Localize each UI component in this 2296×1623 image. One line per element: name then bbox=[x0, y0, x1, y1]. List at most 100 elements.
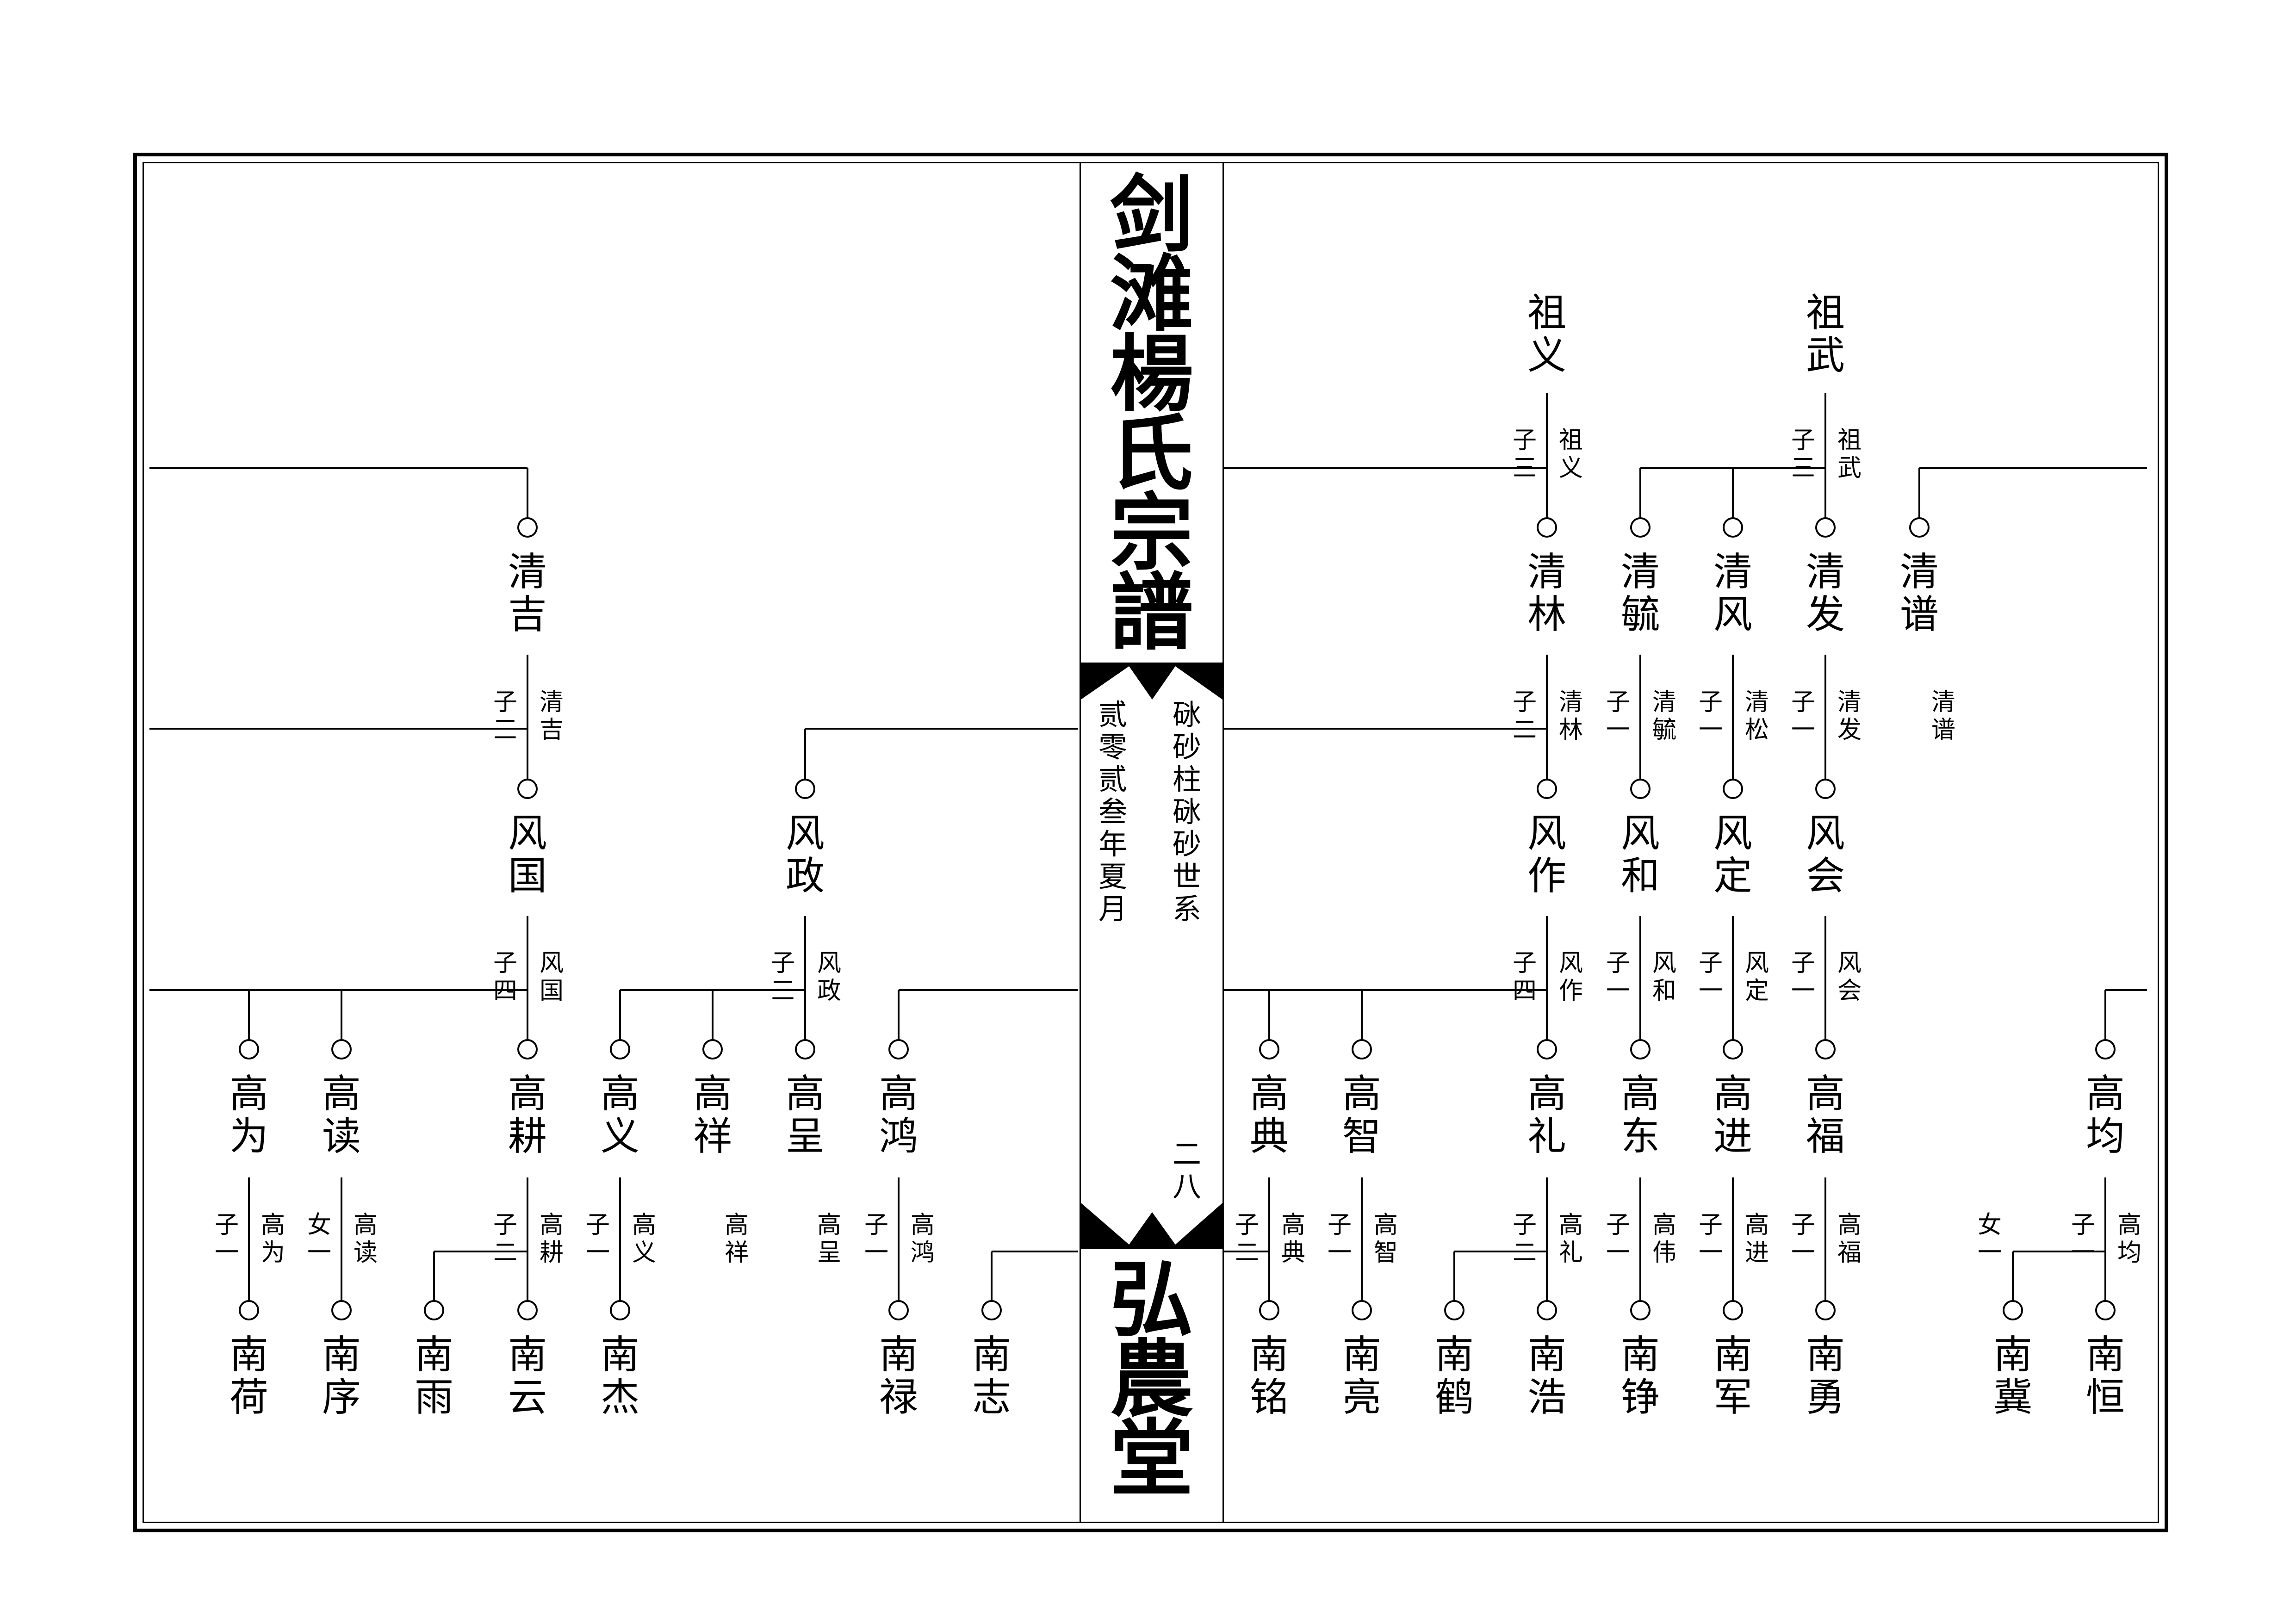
lineage-node-38 bbox=[1723, 1300, 1743, 1320]
lineage-node-15 bbox=[610, 1039, 630, 1059]
lineage-node-26 bbox=[239, 1300, 259, 1320]
lineage-note-t32: 高耕 bbox=[539, 1211, 564, 1267]
lineage-note-t37: 高呈 bbox=[817, 1211, 841, 1267]
spine-title-top: 剑滩楊氏宗譜 bbox=[1110, 167, 1193, 662]
lineage-note-t47: 子一 bbox=[1606, 1211, 1630, 1267]
person-name-n33: 南杰 bbox=[600, 1332, 639, 1420]
person-name-n19: 高祥 bbox=[693, 1071, 732, 1159]
lineage-node-37 bbox=[1630, 1300, 1651, 1320]
lineage-node-22 bbox=[1630, 1039, 1651, 1059]
person-name-n30: 南序 bbox=[322, 1332, 361, 1420]
lineage-node-6 bbox=[517, 779, 538, 799]
person-name-n31: 南雨 bbox=[414, 1332, 453, 1420]
lineage-node-9 bbox=[1630, 779, 1651, 799]
lineage-node-30 bbox=[610, 1300, 630, 1320]
lineage-note-t7: 清林 bbox=[1558, 688, 1583, 744]
person-name-n26: 高进 bbox=[1713, 1071, 1752, 1159]
person-name-n9: 风国 bbox=[508, 811, 547, 898]
lineage-note-t49: 子一 bbox=[1698, 1211, 1723, 1267]
lineage-note-t9: 清毓 bbox=[1652, 688, 1676, 744]
lineage-note-t24: 风定 bbox=[1744, 949, 1769, 1005]
lineage-note-t17: 子四 bbox=[493, 949, 517, 1005]
person-name-n38: 南鹤 bbox=[1434, 1332, 1474, 1420]
lineage-node-33 bbox=[1259, 1300, 1279, 1320]
lineage-note-t48: 高进 bbox=[1744, 1211, 1769, 1267]
person-name-n21: 高鸿 bbox=[879, 1071, 918, 1159]
person-name-n3: 清吉 bbox=[508, 549, 547, 637]
spine-lineage-line: 砯砂柱砯砂世系 bbox=[1172, 698, 1201, 926]
lineage-node-1 bbox=[1537, 517, 1557, 538]
lineage-node-23 bbox=[1723, 1039, 1743, 1059]
person-name-n11: 风作 bbox=[1527, 811, 1566, 898]
lineage-note-t44: 高礼 bbox=[1558, 1211, 1583, 1267]
lineage-node-17 bbox=[795, 1039, 815, 1059]
lineage-note-t35: 子一 bbox=[585, 1211, 610, 1267]
lineage-note-t8: 子二 bbox=[1512, 688, 1537, 744]
person-name-n25: 高东 bbox=[1620, 1071, 1660, 1159]
lineage-node-32 bbox=[981, 1300, 1002, 1320]
lineage-node-12 bbox=[239, 1039, 259, 1059]
lineage-node-2 bbox=[1630, 517, 1651, 538]
person-name-n22: 高典 bbox=[1249, 1071, 1289, 1159]
person-name-n28: 高均 bbox=[2085, 1071, 2125, 1159]
lineage-note-t15: 清谱 bbox=[1931, 688, 1955, 744]
lineage-node-3 bbox=[1723, 517, 1743, 538]
lineage-note-t13: 清发 bbox=[1837, 688, 1862, 744]
person-name-n40: 南铮 bbox=[1620, 1332, 1660, 1420]
lineage-note-t25: 子一 bbox=[1698, 949, 1723, 1005]
lineage-node-19 bbox=[1259, 1039, 1279, 1059]
lineage-note-t31: 女一 bbox=[307, 1211, 331, 1267]
lineage-note-t23: 子一 bbox=[1606, 949, 1630, 1005]
lineage-note-t16: 风国 bbox=[539, 949, 564, 1005]
person-name-n35: 南志 bbox=[972, 1332, 1011, 1420]
person-name-n17: 高耕 bbox=[508, 1071, 547, 1159]
spine-page-number: 二八 bbox=[1172, 1137, 1201, 1203]
lineage-note-t14: 子一 bbox=[1791, 688, 1815, 744]
lineage-node-34 bbox=[1352, 1300, 1372, 1320]
lineage-node-28 bbox=[424, 1300, 444, 1320]
lineage-note-t43: 子一 bbox=[1327, 1211, 1352, 1267]
spine-ornament-2 bbox=[1175, 666, 1222, 700]
person-name-n7: 清发 bbox=[1806, 549, 1845, 637]
lineage-note-t46: 高伟 bbox=[1652, 1211, 1676, 1267]
person-name-n44: 南恒 bbox=[2085, 1332, 2125, 1420]
lineage-note-t40: 高典 bbox=[1281, 1211, 1305, 1267]
lineage-node-14 bbox=[517, 1039, 538, 1059]
person-name-n27: 高福 bbox=[1806, 1071, 1845, 1159]
person-name-n20: 高呈 bbox=[785, 1071, 825, 1159]
lineage-node-10 bbox=[1723, 779, 1743, 799]
spine-date-line: 贰零贰叁年夏月 bbox=[1098, 698, 1127, 926]
person-name-n14: 风会 bbox=[1806, 811, 1845, 898]
person-name-n41: 南军 bbox=[1713, 1332, 1752, 1420]
lineage-node-11 bbox=[1815, 779, 1836, 799]
lineage-node-35 bbox=[1444, 1300, 1464, 1320]
spine-ornament-5 bbox=[1081, 1212, 1222, 1249]
lineage-note-t3: 祖武 bbox=[1837, 427, 1862, 482]
person-name-n37: 南亮 bbox=[1342, 1332, 1381, 1420]
lineage-note-t30: 高读 bbox=[353, 1211, 378, 1267]
person-name-n18: 高义 bbox=[600, 1071, 639, 1159]
person-name-n43: 南冀 bbox=[1993, 1332, 2032, 1420]
lineage-node-27 bbox=[331, 1300, 352, 1320]
lineage-note-t33: 子二 bbox=[493, 1211, 517, 1267]
lineage-node-0 bbox=[517, 517, 538, 538]
lineage-note-t50: 高福 bbox=[1837, 1211, 1862, 1267]
lineage-note-t53: 子一 bbox=[2071, 1211, 2095, 1267]
lineage-note-t34: 高义 bbox=[632, 1211, 656, 1267]
lineage-node-25 bbox=[2095, 1039, 2116, 1059]
spine-ornament-4 bbox=[1175, 1203, 1222, 1245]
lineage-note-t41: 子二 bbox=[1235, 1211, 1259, 1267]
lineage-note-t20: 风作 bbox=[1558, 949, 1583, 1005]
person-name-n39: 南浩 bbox=[1527, 1332, 1566, 1420]
lineage-node-18 bbox=[888, 1039, 909, 1059]
person-name-n32: 南云 bbox=[508, 1332, 547, 1420]
spine-ornament-1 bbox=[1081, 666, 1129, 700]
lineage-node-21 bbox=[1537, 1039, 1557, 1059]
lineage-node-40 bbox=[2003, 1300, 2023, 1320]
person-name-n6: 清风 bbox=[1713, 549, 1752, 637]
person-name-n23: 高智 bbox=[1342, 1071, 1381, 1159]
lineage-node-20 bbox=[1352, 1039, 1372, 1059]
person-name-n10: 风政 bbox=[785, 811, 825, 898]
lineage-note-t22: 风和 bbox=[1652, 949, 1676, 1005]
person-name-n8: 清谱 bbox=[1899, 549, 1939, 637]
